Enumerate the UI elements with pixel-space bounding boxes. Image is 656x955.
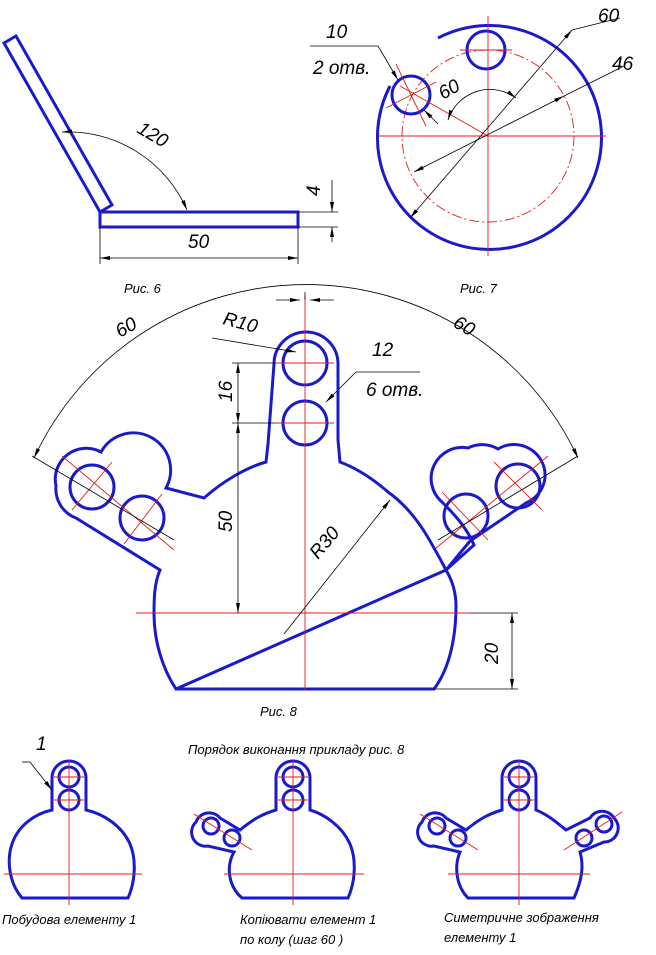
fig8-height-label: 50 bbox=[216, 510, 237, 532]
fig8-angle-right-label: 60 bbox=[450, 312, 479, 341]
step1-drawing bbox=[4, 759, 142, 905]
fig6-caption: Рис. 6 bbox=[124, 281, 162, 296]
fig8-pitch-label: 16 bbox=[216, 380, 237, 402]
fig7-outer-dia-line bbox=[409, 29, 573, 219]
step1-label: Побудова елементу 1 bbox=[2, 912, 136, 927]
step2-drawing bbox=[190, 759, 364, 905]
fig6-angle-arc bbox=[61, 129, 188, 211]
fig8-holes-label: 6 отв. bbox=[366, 380, 423, 401]
fig6-drawing bbox=[1, 33, 338, 264]
fig6-base-plate bbox=[98, 210, 300, 229]
step2-label-line1: Копіювати елемент 1 bbox=[240, 912, 376, 927]
fig7-angle-label: 60 bbox=[435, 75, 464, 104]
fig7-outer-arc bbox=[375, 23, 603, 251]
step3-drawing bbox=[416, 759, 623, 905]
fig6-thickness-label: 4 bbox=[304, 185, 325, 196]
fig8-hole-left-2 bbox=[118, 494, 166, 542]
fig8-hole-left-1 bbox=[68, 463, 116, 511]
fig8-radius-label: R10 bbox=[221, 309, 261, 338]
fig8-drawing bbox=[31, 284, 579, 691]
step3-label-line2: елементу 1 bbox=[444, 930, 516, 945]
fig7-circle-dia-label: 46 bbox=[612, 54, 634, 75]
fig8-hole-dia-label: 12 bbox=[372, 340, 394, 361]
fig6-angle-label: 120 bbox=[134, 118, 172, 152]
fig8-caption: Рис. 8 bbox=[260, 704, 298, 719]
fig7-circle-dia-line bbox=[413, 95, 565, 173]
step3-label-line1: Симетричне зображення bbox=[444, 910, 599, 925]
fig6-length-label: 50 bbox=[188, 232, 210, 253]
fig8-radius-line bbox=[283, 499, 391, 635]
fig8-angle-left-label: 60 bbox=[112, 313, 141, 342]
fig8-radius-big-label: R30 bbox=[306, 523, 345, 564]
fig7-outer-dia-label: 60 bbox=[598, 6, 620, 27]
fig7-caption: Рис. 7 bbox=[460, 281, 498, 296]
fig7-holes-label: 2 отв. bbox=[312, 58, 370, 79]
fig7-hole-dia-label: 10 bbox=[326, 22, 348, 43]
step2-label-line2: по колу (шаг 60 ) bbox=[240, 932, 343, 947]
fig8-angle-arc bbox=[33, 284, 579, 459]
fig7-drawing bbox=[310, 16, 625, 256]
step1-marker: 1 bbox=[36, 734, 47, 755]
fig8-hole-right-2 bbox=[442, 492, 490, 540]
fig8-hole-right-1 bbox=[494, 462, 542, 510]
fig6-inclined-plate bbox=[1, 33, 115, 215]
steps-title: Порядок виконання прикладу рис. 8 bbox=[188, 742, 405, 757]
fig8-base-label: 20 bbox=[482, 642, 503, 665]
